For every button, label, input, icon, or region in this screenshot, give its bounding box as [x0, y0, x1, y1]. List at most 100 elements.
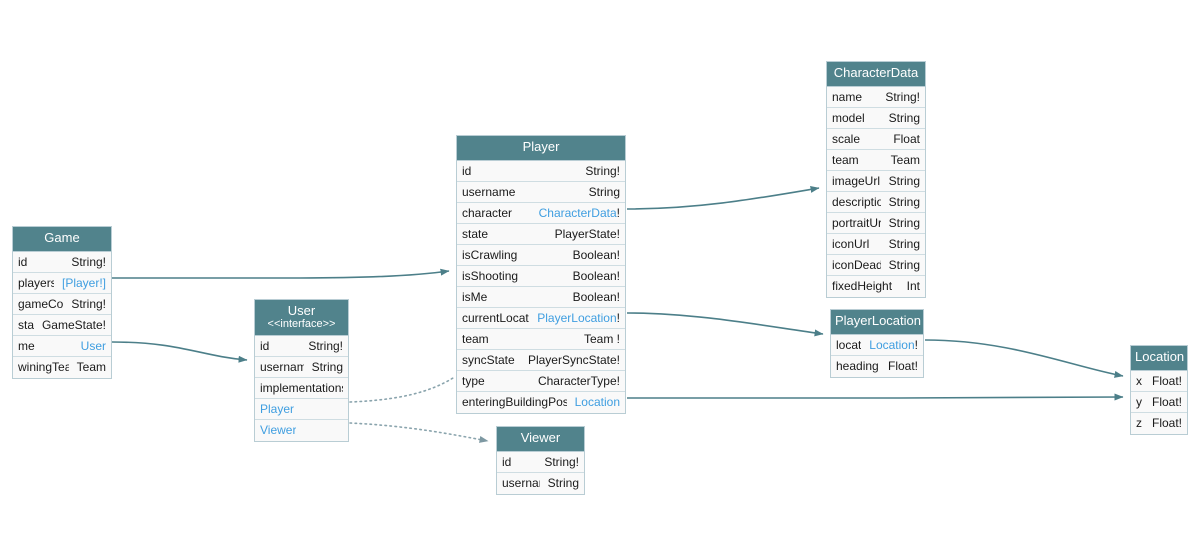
field-row[interactable]: id String!: [457, 160, 625, 182]
field-name: gameCode: [18, 296, 64, 311]
field-row[interactable]: isShooting Boolean!: [457, 265, 625, 287]
field-type: String!: [308, 338, 343, 353]
field-type: String!: [544, 454, 579, 469]
entity-user-title: User: [287, 303, 316, 318]
field-row[interactable]: isMe Boolean!: [457, 286, 625, 308]
field-row[interactable]: isCrawling Boolean!: [457, 244, 625, 266]
entity-location[interactable]: Location x Float! y Float! z Float!: [1130, 345, 1188, 435]
entity-characterdata-title: CharacterData: [833, 65, 919, 80]
entity-playerlocation-header: PlayerLocation: [831, 310, 923, 335]
field-row[interactable]: model String: [827, 107, 925, 129]
field-name: currentLocation: [462, 310, 529, 325]
field-row[interactable]: username String: [255, 356, 348, 378]
entity-user[interactable]: User <<interface>> id String! username S…: [254, 299, 349, 442]
entity-user-header: User <<interface>>: [255, 300, 348, 336]
field-row[interactable]: x Float!: [1131, 370, 1187, 392]
field-row[interactable]: scale Float: [827, 128, 925, 150]
field-row[interactable]: description String: [827, 191, 925, 213]
edge-player-entering-to-location: [627, 393, 1124, 401]
field-type: Team: [76, 360, 106, 375]
field-type[interactable]: PlayerLocation!: [537, 310, 620, 325]
field-row[interactable]: winingTeam Team: [13, 356, 111, 378]
entity-characterdata[interactable]: CharacterData name String! model String …: [826, 61, 926, 298]
field-row[interactable]: gameCode String!: [13, 293, 111, 315]
field-row[interactable]: syncState PlayerSyncState!: [457, 349, 625, 371]
field-name: isMe: [462, 289, 488, 304]
field-row[interactable]: heading Float!: [831, 355, 923, 377]
field-row[interactable]: enteringBuildingPosition Location: [457, 391, 625, 413]
field-name: team: [832, 152, 859, 167]
implementation-name[interactable]: Viewer: [260, 423, 297, 438]
field-name: isCrawling: [462, 247, 518, 262]
implementation-name[interactable]: Player: [260, 401, 295, 416]
field-name: id: [18, 254, 28, 269]
field-row[interactable]: currentLocation PlayerLocation!: [457, 307, 625, 329]
field-type[interactable]: Location: [574, 395, 620, 410]
field-row[interactable]: id String!: [255, 335, 348, 357]
entity-playerlocation-title: PlayerLocation: [835, 313, 921, 328]
entity-playerlocation[interactable]: PlayerLocation location Location! headin…: [830, 309, 924, 378]
entity-viewer-header: Viewer: [497, 427, 584, 452]
field-row[interactable]: state GameState!: [13, 314, 111, 336]
field-row[interactable]: state PlayerState!: [457, 223, 625, 245]
field-row[interactable]: team Team !: [457, 328, 625, 350]
field-row[interactable]: id String!: [497, 451, 584, 473]
entity-location-title: Location: [1135, 349, 1185, 364]
field-row[interactable]: username String: [497, 472, 584, 494]
field-type[interactable]: User: [80, 338, 106, 353]
field-type: Team: [890, 152, 920, 167]
field-row[interactable]: z Float!: [1131, 412, 1187, 434]
field-name: character: [462, 205, 513, 220]
field-name: iconUrl: [832, 236, 870, 251]
field-type: Boolean!: [572, 289, 620, 304]
field-name: fixedHeight: [832, 279, 893, 294]
edge-user-implements-player: [349, 377, 454, 403]
field-type: Float: [893, 131, 920, 146]
field-row[interactable]: character CharacterData!: [457, 202, 625, 224]
field-row[interactable]: id String!: [13, 251, 111, 273]
edge-player-character-to-characterdata: [626, 185, 820, 210]
field-type: String: [888, 236, 920, 251]
field-row[interactable]: team Team: [827, 149, 925, 171]
field-type[interactable]: Location!: [869, 337, 918, 352]
non-null-marker: !: [616, 310, 620, 325]
implementation-viewer[interactable]: Viewer: [255, 419, 348, 441]
field-row[interactable]: name String!: [827, 86, 925, 108]
field-type: Float!: [1151, 416, 1182, 431]
entity-user-stereotype: <<interface>>: [267, 317, 336, 330]
entity-player[interactable]: Player id String! username String charac…: [456, 135, 626, 414]
field-row[interactable]: iconUrl String: [827, 233, 925, 255]
field-row[interactable]: me User: [13, 335, 111, 357]
edge-user-implements-viewer: [349, 422, 489, 443]
entity-game[interactable]: Game id String! players [Player!] gameCo…: [12, 226, 112, 379]
field-row[interactable]: imageUrl String: [827, 170, 925, 192]
field-row[interactable]: iconDeadUrl String: [827, 254, 925, 276]
field-row[interactable]: fixedHeight Int: [827, 275, 925, 297]
field-row[interactable]: players [Player!]: [13, 272, 111, 294]
field-row[interactable]: type CharacterType!: [457, 370, 625, 392]
field-name: model: [832, 110, 865, 125]
field-type[interactable]: CharacterData!: [538, 205, 620, 220]
edge-player-currentlocation-to-playerlocation: [626, 312, 824, 337]
implementation-player[interactable]: Player: [255, 398, 348, 420]
field-name: type: [462, 373, 485, 388]
field-type: String!: [885, 89, 920, 104]
entity-viewer[interactable]: Viewer id String! username String: [496, 426, 585, 495]
field-type: String: [888, 194, 920, 209]
field-type: Int: [906, 279, 920, 294]
non-null-marker: !: [914, 337, 918, 352]
field-type: String!: [585, 163, 620, 178]
field-row[interactable]: location Location!: [831, 334, 923, 356]
field-type: String: [547, 476, 579, 491]
field-type[interactable]: [Player!]: [61, 275, 106, 290]
field-row[interactable]: y Float!: [1131, 391, 1187, 413]
field-name: z: [1136, 416, 1142, 431]
field-type: PlayerState!: [554, 226, 620, 241]
field-name: id: [462, 163, 472, 178]
implementations-label: implementations: [260, 380, 343, 395]
field-type: Float!: [887, 359, 918, 374]
field-row[interactable]: portraitUrl String: [827, 212, 925, 234]
field-name: username: [260, 359, 304, 374]
implementations-subheader: implementations: [255, 377, 348, 399]
field-row[interactable]: username String: [457, 181, 625, 203]
